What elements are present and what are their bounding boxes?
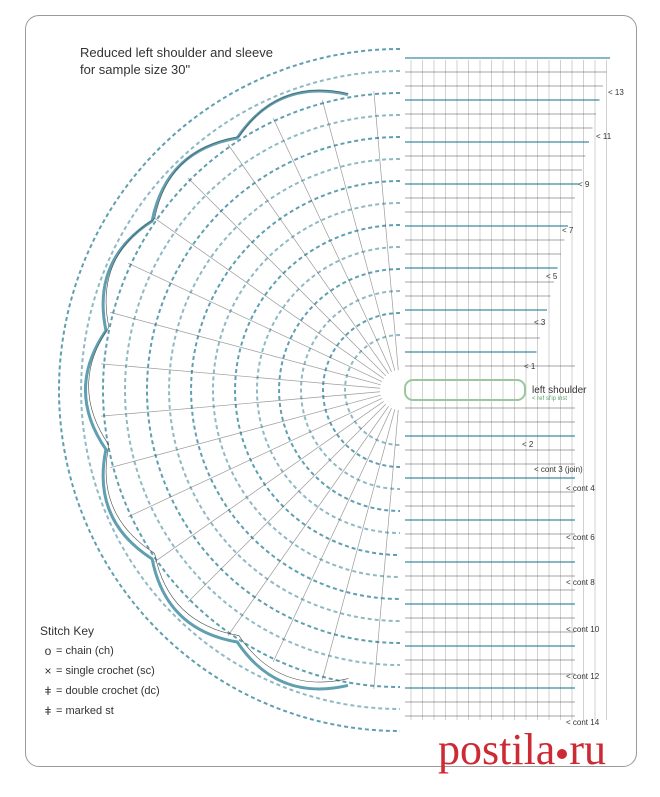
radial-spoke — [110, 394, 381, 468]
row-label: < cont 3 (join) — [534, 465, 583, 474]
row-label: < 3 — [534, 318, 546, 327]
chain-arc — [168, 158, 401, 622]
radial-spoke — [187, 177, 387, 377]
diagram-title: Reduced left shoulder and sleeve for sam… — [80, 44, 273, 78]
stitch-key: Stitch Key o = chain (ch) × = single cro… — [40, 624, 160, 721]
stitch-key-label: = marked st — [56, 705, 114, 717]
scallop-edge — [83, 89, 349, 691]
stitch-key-item: ǂ = double crochet (dc) — [40, 681, 160, 701]
radial-spoke — [110, 312, 381, 386]
scallop-edge-inner — [88, 89, 349, 683]
chain-arc — [102, 92, 401, 688]
chain-arc — [58, 48, 401, 732]
radial-spoke — [227, 144, 389, 374]
radial-spoke — [127, 262, 383, 382]
radial-spoke — [227, 406, 389, 636]
row-label: < cont 14 — [566, 718, 600, 727]
chain-arc — [190, 180, 401, 600]
chain-arc — [344, 334, 401, 446]
chain-arc — [124, 114, 401, 666]
watermark: postila ru — [438, 724, 606, 775]
shoulder-label: left shoulder < ref sl'ip inst — [532, 385, 586, 402]
row-label: < 1 — [524, 362, 536, 371]
row-label: < 2 — [522, 440, 534, 449]
stitch-key-item: × = single crochet (sc) — [40, 661, 160, 681]
row-label: < 13 — [608, 88, 624, 97]
radial-spoke — [322, 100, 396, 371]
watermark-text: postila — [438, 725, 556, 774]
chain-arc — [256, 246, 401, 534]
row-label: < cont 6 — [566, 533, 595, 542]
watermark-text-suffix: ru — [569, 725, 606, 774]
row-label: < 11 — [596, 132, 612, 141]
row-label: < 5 — [546, 272, 558, 281]
stitch-key-label: = single crochet (sc) — [56, 665, 155, 677]
row-label: < cont 4 — [566, 484, 595, 493]
double-crochet-symbol-icon: ǂ — [44, 684, 52, 698]
stitch-key-label: = chain (ch) — [56, 645, 114, 657]
radial-spoke — [272, 117, 392, 373]
radial-spoke — [101, 363, 381, 389]
chain-arc — [212, 202, 401, 578]
row-label: < cont 12 — [566, 672, 600, 681]
stitch-key-label: = double crochet (dc) — [56, 685, 160, 697]
row-label: < 9 — [578, 180, 590, 189]
row-label: < cont 8 — [566, 578, 595, 587]
radial-spoke — [373, 409, 399, 689]
title-line-2: for sample size 30" — [80, 62, 191, 77]
radial-spoke — [322, 409, 396, 680]
row-label: < 7 — [562, 226, 574, 235]
chain-symbol-icon: o — [44, 644, 52, 658]
single-crochet-symbol-icon: × — [44, 664, 52, 678]
chain-arc — [300, 290, 401, 490]
radial-spoke — [187, 403, 387, 603]
shoulder-highlight — [404, 379, 526, 401]
chain-arc — [322, 312, 401, 468]
stitch-key-item: ǂ = marked st — [40, 701, 160, 721]
chain-arc — [278, 268, 401, 512]
radial-spoke — [154, 217, 384, 379]
row-label: < cont 10 — [566, 625, 600, 634]
diagram-frame — [25, 15, 637, 767]
chain-arc — [234, 224, 401, 556]
marked-stitch-symbol-icon: ǂ — [44, 704, 52, 718]
stitch-key-heading: Stitch Key — [40, 624, 95, 638]
title-line-1: Reduced left shoulder and sleeve — [80, 45, 273, 60]
radial-spoke — [127, 398, 383, 518]
shoulder-label-sub: < ref sl'ip inst — [532, 396, 567, 402]
shoulder-label-text: left shoulder — [532, 385, 587, 396]
watermark-dot-icon — [557, 748, 568, 759]
chain-arc — [146, 136, 401, 644]
chain-arc — [80, 70, 401, 710]
stitch-key-item: o = chain (ch) — [40, 641, 160, 661]
radial-spoke — [272, 407, 392, 663]
radial-spoke — [373, 91, 399, 371]
radial-spoke — [101, 391, 381, 417]
radial-spoke — [154, 401, 384, 563]
